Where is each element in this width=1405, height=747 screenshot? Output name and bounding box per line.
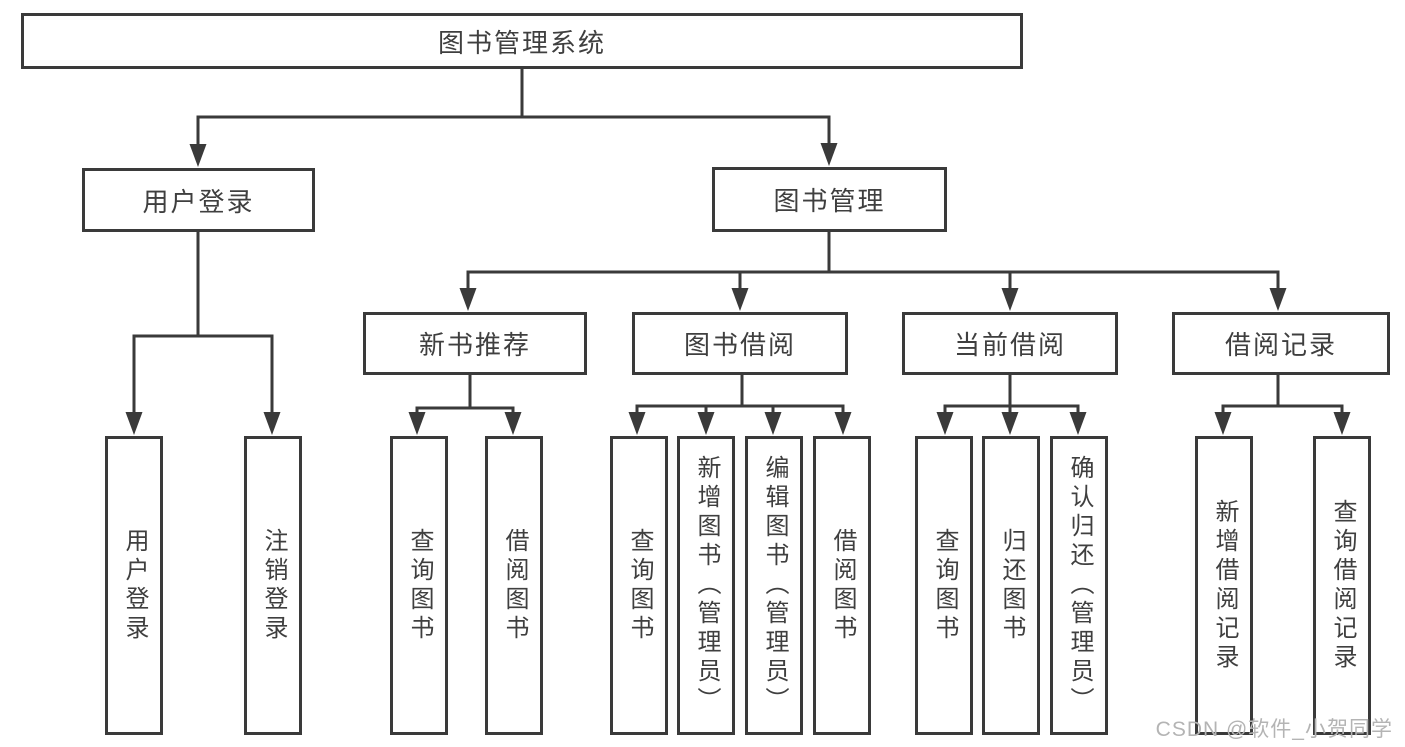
leaf-confirm-return-admin-label: 确认归还（管理员） bbox=[1066, 455, 1093, 716]
edge-bookborrow-to-leaves bbox=[635, 375, 845, 414]
leaf-borrow-books-recommend-label: 借阅图书 bbox=[501, 527, 528, 644]
node-user-login: 用户登录 bbox=[82, 168, 315, 232]
node-library-system-label: 图书管理系统 bbox=[437, 27, 606, 58]
node-library-system: 图书管理系统 bbox=[21, 13, 1023, 69]
leaf-add-borrow-record: 新增借阅记录 bbox=[1195, 436, 1253, 735]
leaf-query-books-current: 查询图书 bbox=[915, 436, 973, 735]
node-book-management: 图书管理 bbox=[712, 167, 947, 232]
edge-root-to-level2 bbox=[196, 69, 831, 146]
node-book-borrow-label: 图书借阅 bbox=[683, 330, 796, 360]
leaf-confirm-return-admin: 确认归还（管理员） bbox=[1050, 436, 1108, 735]
node-book-borrow: 图书借阅 bbox=[632, 312, 848, 375]
node-current-borrow-label: 当前借阅 bbox=[953, 330, 1066, 360]
leaf-return-books: 归还图书 bbox=[982, 436, 1040, 735]
leaf-add-books-admin-label: 新增图书（管理员） bbox=[693, 455, 720, 716]
leaf-user-login-label: 用户登录 bbox=[121, 527, 148, 644]
node-user-login-label: 用户登录 bbox=[142, 186, 255, 217]
leaf-edit-books-admin: 编辑图书（管理员） bbox=[745, 436, 803, 735]
node-borrow-records: 借阅记录 bbox=[1172, 312, 1390, 375]
leaf-borrow-books: 借阅图书 bbox=[813, 436, 871, 735]
leaf-add-books-admin: 新增图书（管理员） bbox=[677, 436, 735, 735]
leaf-logout: 注销登录 bbox=[244, 436, 302, 735]
node-borrow-records-label: 借阅记录 bbox=[1224, 330, 1337, 360]
edge-borrowrecord-to-leaves bbox=[1221, 375, 1344, 414]
node-new-book-recommend: 新书推荐 bbox=[363, 312, 587, 375]
leaf-query-books-borrow: 查询图书 bbox=[610, 436, 668, 735]
edge-newbook-to-leaves bbox=[415, 375, 515, 414]
leaf-user-login: 用户登录 bbox=[105, 436, 163, 735]
leaf-query-books-current-label: 查询图书 bbox=[931, 527, 958, 644]
edge-currentborrow-to-leaves bbox=[943, 375, 1080, 414]
leaf-logout-label: 注销登录 bbox=[260, 527, 287, 644]
leaf-return-books-label: 归还图书 bbox=[998, 527, 1025, 644]
edge-userlogin-to-leaves bbox=[132, 232, 274, 414]
node-book-management-label: 图书管理 bbox=[773, 186, 886, 216]
leaf-query-books-borrow-label: 查询图书 bbox=[626, 527, 653, 644]
edge-bookmgmt-to-level3 bbox=[466, 232, 1280, 290]
leaf-add-borrow-record-label: 新增借阅记录 bbox=[1211, 498, 1238, 673]
node-current-borrow: 当前借阅 bbox=[902, 312, 1118, 375]
leaf-query-books-recommend: 查询图书 bbox=[390, 436, 448, 735]
leaf-query-borrow-record-label: 查询借阅记录 bbox=[1329, 498, 1356, 673]
leaf-borrow-books-label: 借阅图书 bbox=[829, 527, 856, 644]
watermark: CSDN @软件_小贺同学 bbox=[1155, 718, 1393, 741]
leaf-query-borrow-record: 查询借阅记录 bbox=[1313, 436, 1371, 735]
node-new-book-recommend-label: 新书推荐 bbox=[418, 330, 531, 360]
arrowheads bbox=[125, 143, 1351, 435]
leaf-edit-books-admin-label: 编辑图书（管理员） bbox=[761, 455, 788, 716]
leaf-query-books-recommend-label: 查询图书 bbox=[406, 527, 433, 644]
leaf-borrow-books-recommend: 借阅图书 bbox=[485, 436, 543, 735]
